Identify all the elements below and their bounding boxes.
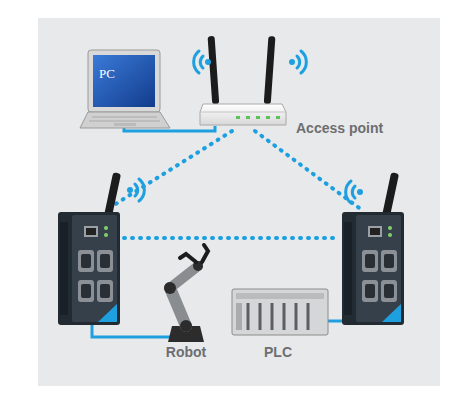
node-label: Robot [147,344,225,360]
wireless-device [58,212,120,325]
screen-node: PC [90,55,158,107]
antenna [382,172,399,219]
robot-node: Robot [147,344,225,364]
access-point-icon [200,36,286,125]
node-label: Access point [296,120,383,136]
wifi-symbol [289,51,306,73]
robot-icon [164,245,208,342]
plc-node: PLC [239,344,317,364]
wifi-symbol [346,181,363,203]
wifi-symbol [194,51,211,73]
wireless-link [106,131,362,238]
plc-icon [232,289,328,335]
access-point-node: Access point [200,100,286,126]
antenna [104,172,121,219]
panel [38,18,440,386]
wifi-symbol [127,179,144,201]
wireless-device [342,212,404,325]
node-label: PLC [239,344,317,360]
node-label: PC [90,55,158,82]
laptop-icon [80,50,170,128]
